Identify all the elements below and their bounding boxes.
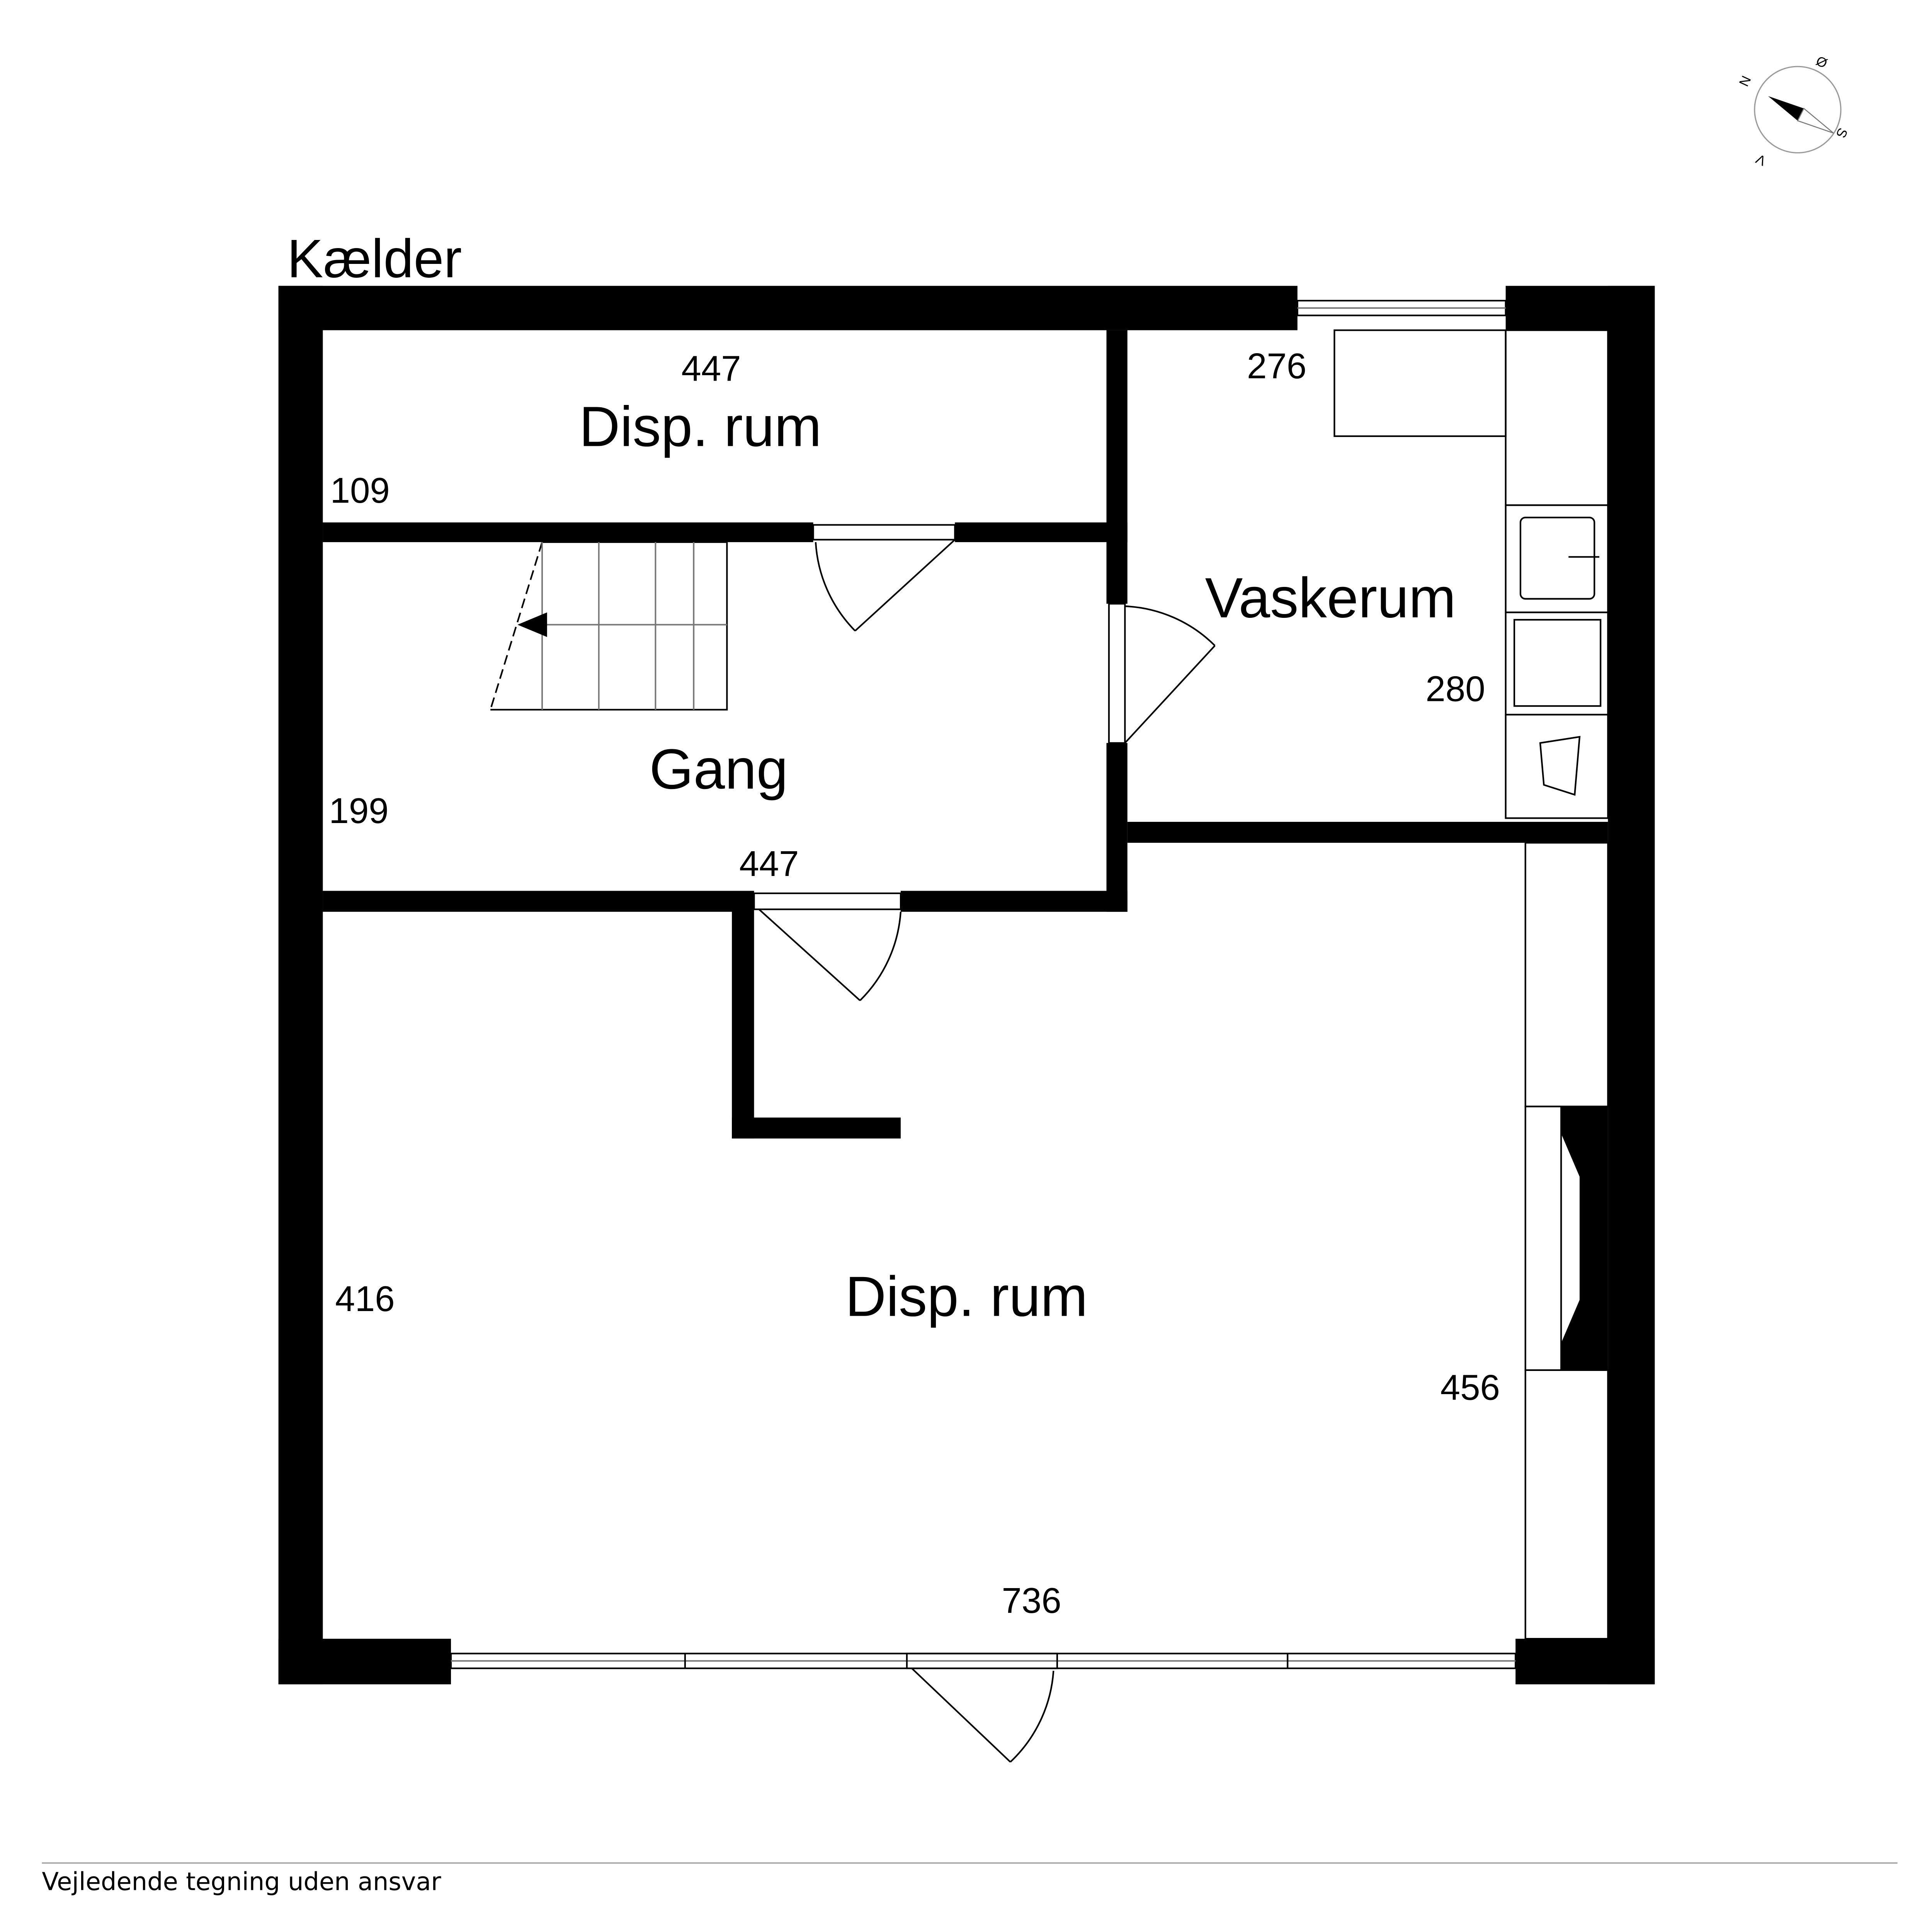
dim-gang-width: 447 bbox=[739, 844, 799, 884]
dim-vaskerum-width: 276 bbox=[1247, 346, 1306, 386]
compass-icon: N Ø S V bbox=[1736, 53, 1850, 169]
floor-title: Kælder bbox=[287, 228, 462, 289]
dryer-icon bbox=[1505, 714, 1609, 819]
room-disp-top: Disp. rum bbox=[579, 395, 822, 458]
dim-main-depth-right: 456 bbox=[1440, 1367, 1500, 1407]
compass-south: S bbox=[1833, 126, 1850, 140]
dim-vaskerum-depth: 280 bbox=[1425, 668, 1485, 709]
dim-disp-top-width: 447 bbox=[681, 348, 741, 388]
walls bbox=[278, 286, 1655, 1685]
windows bbox=[450, 299, 1517, 1669]
dim-main-depth-left: 416 bbox=[335, 1279, 395, 1319]
compass-north: N bbox=[1736, 73, 1754, 88]
dim-disp-top-depth: 109 bbox=[330, 470, 390, 510]
room-vaskerum: Vaskerum bbox=[1205, 566, 1456, 630]
stairs bbox=[490, 541, 728, 711]
footer-disclaimer: Vejledende tegning uden ansvar bbox=[42, 1868, 441, 1896]
dim-gang-depth: 199 bbox=[329, 791, 388, 831]
room-gang: Gang bbox=[649, 738, 788, 801]
compass-west: V bbox=[1753, 151, 1768, 168]
doors bbox=[753, 524, 1216, 1763]
washer-icon bbox=[1505, 611, 1609, 716]
fixtures bbox=[1333, 329, 1609, 1640]
compass-east: Ø bbox=[1814, 53, 1830, 71]
room-disp-main: Disp. rum bbox=[845, 1265, 1088, 1328]
dim-main-width: 736 bbox=[1002, 1580, 1061, 1621]
